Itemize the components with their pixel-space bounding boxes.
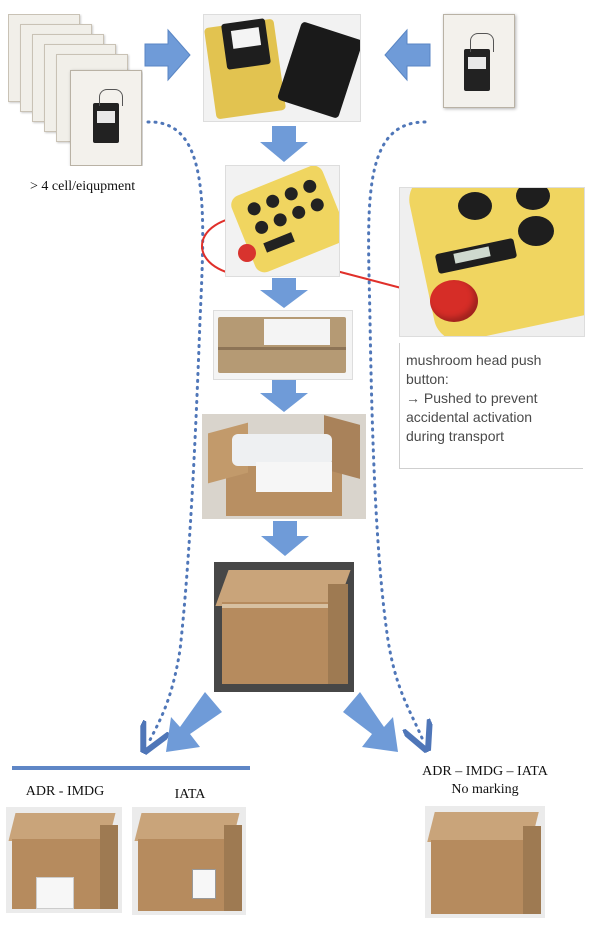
mushroom-button-small: [238, 244, 256, 262]
box-no-marking-photo: [425, 806, 545, 918]
box-iata-photo: [132, 807, 246, 915]
mushroom-button-large: [430, 280, 478, 322]
arrow-down-right-icon: [343, 692, 398, 752]
closed-box-photo: [214, 562, 354, 692]
arrow-down-left-icon: [166, 692, 222, 752]
single-cell-card: [443, 14, 515, 108]
no-marking-label: No marking: [451, 782, 519, 797]
dotted-path-right: [367, 120, 425, 738]
opened-equipment-photo: [203, 14, 361, 122]
adr-marking-label: [36, 877, 74, 909]
arrow-left-icon: [384, 28, 431, 82]
cells-per-equipment-label: > 4 cell/eiqupment: [30, 179, 136, 194]
pendant-closeup-photo: [399, 187, 585, 337]
pendant-controller-photo: [225, 165, 340, 277]
note-line-1: mushroom head push: [406, 352, 542, 368]
open-carton-photo: [202, 414, 366, 519]
mushroom-button-note: mushroom head push button: → Pushed to p…: [399, 343, 583, 469]
arrow-down-icon-3: [260, 378, 308, 412]
note-line-5: during transport: [406, 428, 505, 444]
dotted-path-left: [148, 120, 205, 740]
arrow-down-icon-4: [261, 521, 309, 556]
adr-imdg-label: ADR - IMDG: [25, 784, 105, 799]
iata-marking-label: [192, 869, 216, 899]
note-line-4: accidental activation: [406, 409, 533, 425]
box-adr-imdg-photo: [6, 807, 122, 913]
arrow-down-icon-2: [260, 278, 308, 308]
battery-cell-card: [70, 70, 142, 166]
iata-label: IATA: [174, 787, 206, 802]
cell-card-stack: [8, 14, 143, 166]
arrow-down-icon-1: [260, 126, 308, 162]
note-line-3: → Pushed to prevent: [406, 390, 538, 406]
note-line-2: button:: [406, 371, 449, 387]
wrapped-box-photo: [213, 310, 353, 380]
arrow-right-icon: [144, 28, 191, 82]
adr-imdg-iata-label: ADR – IMDG – IATA: [422, 764, 548, 779]
